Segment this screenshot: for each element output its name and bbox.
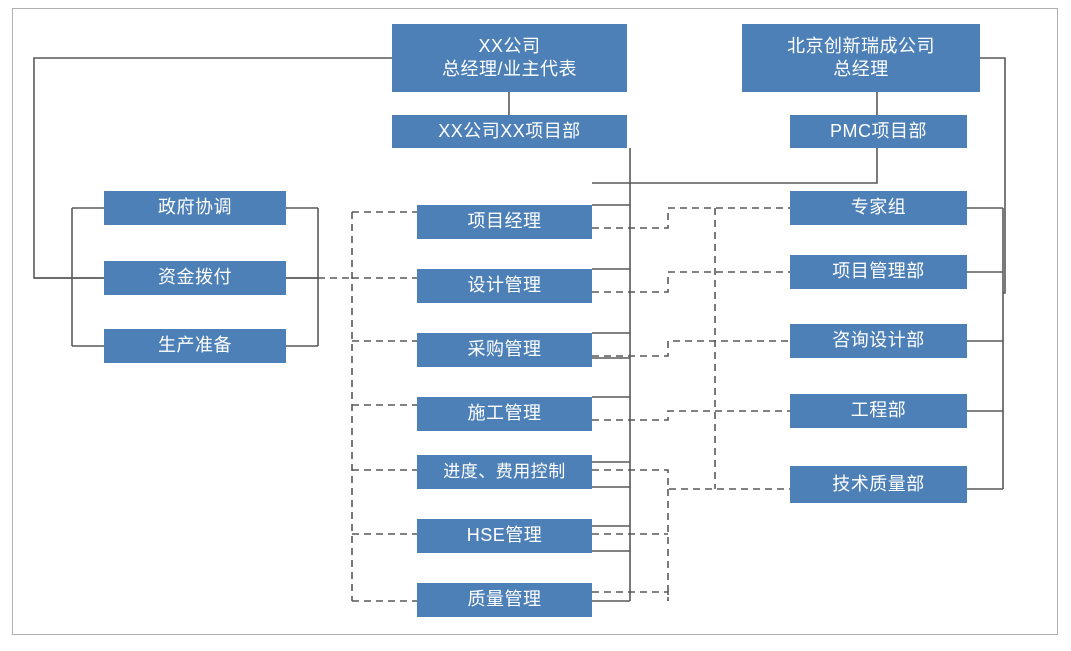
- node-owner-project-dept[interactable]: XX公司XX项目部: [392, 115, 627, 148]
- node-right-4[interactable]: 技术质量部: [790, 466, 967, 503]
- node-owner-gm[interactable]: XX公司 总经理/业主代表: [392, 24, 627, 92]
- node-pmc-project-dept[interactable]: PMC项目部: [790, 115, 967, 148]
- node-right-0[interactable]: 专家组: [790, 191, 967, 225]
- node-right-2[interactable]: 咨询设计部: [790, 324, 967, 358]
- node-left-1[interactable]: 资金拨付: [104, 261, 286, 295]
- node-center-1[interactable]: 设计管理: [417, 269, 592, 303]
- node-left-2[interactable]: 生产准备: [104, 329, 286, 363]
- node-center-4[interactable]: 进度、费用控制: [417, 455, 592, 489]
- node-center-6[interactable]: 质量管理: [417, 583, 592, 617]
- node-center-5[interactable]: HSE管理: [417, 519, 592, 553]
- diagram-frame: [12, 8, 1058, 635]
- node-right-1[interactable]: 项目管理部: [790, 255, 967, 289]
- node-pmc-gm[interactable]: 北京创新瑞成公司 总经理: [742, 24, 980, 92]
- node-center-2[interactable]: 采购管理: [417, 333, 592, 367]
- node-right-3[interactable]: 工程部: [790, 394, 967, 428]
- node-center-3[interactable]: 施工管理: [417, 397, 592, 431]
- node-left-0[interactable]: 政府协调: [104, 191, 286, 225]
- node-center-0[interactable]: 项目经理: [417, 205, 592, 239]
